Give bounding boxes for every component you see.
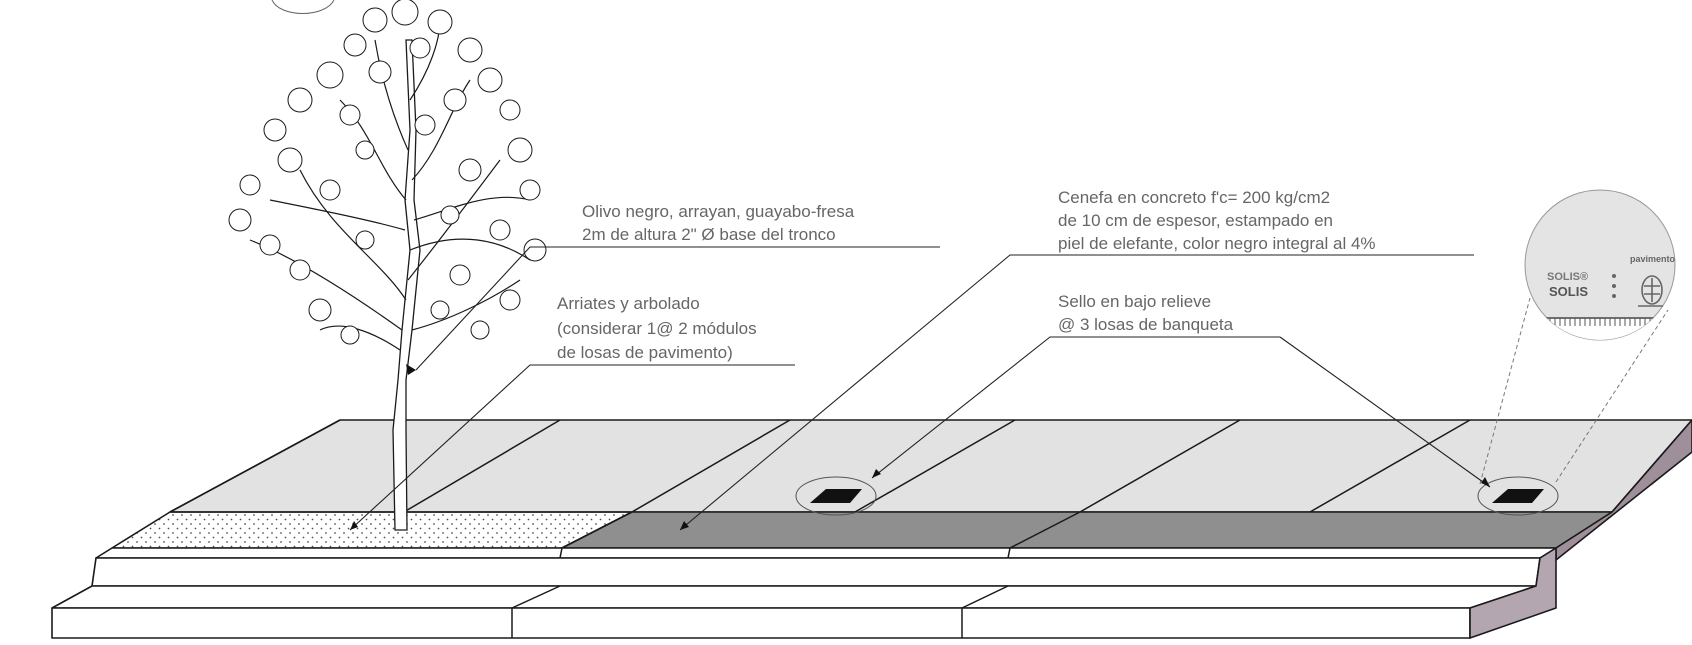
border-line-2: de 10 cm de espesor, estampado en — [1058, 211, 1333, 230]
seal-marker-1 — [795, 476, 877, 516]
stamp-text-1: SOLIS® — [1547, 271, 1588, 283]
stamp-text-3: pavimentos — [1630, 254, 1680, 264]
border-line-3: piel de elefante, color negro integral a… — [1058, 234, 1376, 253]
callout-circle-fragment — [271, 0, 335, 14]
tree-trunk — [392, 39, 421, 531]
seal-marker-2 — [1477, 476, 1559, 516]
stamp-emblem-icon — [1638, 275, 1666, 307]
sidewalk-assembly — [51, 419, 1692, 639]
planting-line-1: Arriates y arbolado — [557, 294, 700, 313]
border-line-1: Cenefa en concreto f'c= 200 kg/cm2 — [1058, 188, 1330, 207]
step-side — [1469, 547, 1557, 639]
annotation-tree-species: Olivo negro, arrayan, guayabo-fresa 2m d… — [582, 202, 855, 244]
tree-species-line-1: Olivo negro, arrayan, guayabo-fresa — [582, 202, 855, 221]
step-face — [51, 607, 1471, 639]
planting-line-2: (considerar 1@ 2 módulos — [557, 319, 757, 338]
tree-illustration — [228, 0, 547, 531]
annotation-border: Cenefa en concreto f'c= 200 kg/cm2 de 10… — [1058, 188, 1376, 253]
seal-line-2: @ 3 losas de banqueta — [1058, 315, 1234, 334]
curb-top — [95, 547, 1557, 559]
step-top — [51, 585, 1537, 609]
tree-foliage — [228, 0, 547, 345]
leader-lines — [349, 246, 1491, 531]
annotation-seal: Sello en bajo relieve @ 3 losas de banqu… — [1058, 292, 1234, 334]
curb-side — [1555, 419, 1692, 561]
border-band — [561, 511, 1613, 549]
curb-face — [91, 557, 1541, 587]
slab-joints — [169, 419, 1471, 638]
stamp-text-2: SOLIS — [1549, 284, 1588, 299]
planting-line-3: de losas de pavimento) — [557, 343, 733, 362]
leader-arrowheads — [350, 364, 1490, 530]
planter-strip — [111, 511, 633, 549]
seal-line-1: Sello en bajo relieve — [1058, 292, 1211, 311]
annotation-planting: Arriates y arbolado (considerar 1@ 2 mód… — [557, 294, 757, 362]
tree-species-line-2: 2m de altura 2" Ø base del tronco — [582, 225, 836, 244]
